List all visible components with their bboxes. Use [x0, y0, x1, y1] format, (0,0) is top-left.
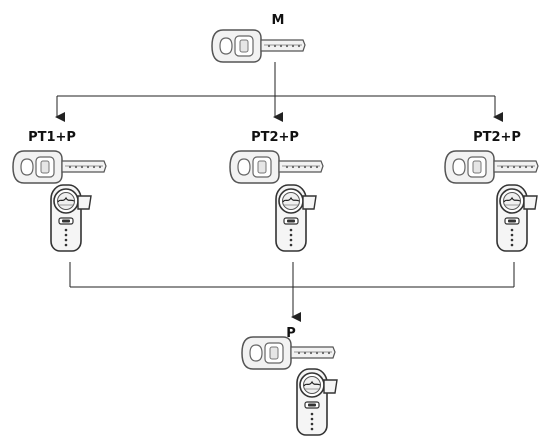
node-label-center: PT2+P — [251, 130, 299, 145]
connectors — [55, 62, 515, 322]
node-right: PT2+P — [444, 130, 539, 252]
node-label-right: PT2+P — [473, 130, 521, 145]
node-label-bottom: P — [286, 326, 296, 341]
node-bottom: P — [241, 326, 338, 436]
key-icon — [12, 150, 107, 184]
node-label-master: M — [272, 13, 285, 28]
key-icon — [444, 150, 539, 184]
lock-cylinder-icon — [275, 184, 317, 252]
key-icon — [211, 29, 306, 63]
key-icon — [229, 150, 324, 184]
node-center: PT2+P — [229, 130, 324, 252]
lock-cylinder-icon — [296, 368, 338, 436]
lock-cylinder-icon — [50, 184, 92, 252]
node-label-left: PT1+P — [28, 130, 76, 145]
key-icon — [241, 336, 336, 370]
node-master: M — [211, 13, 306, 63]
lock-cylinder-icon — [496, 184, 538, 252]
node-left: PT1+P — [12, 130, 107, 252]
